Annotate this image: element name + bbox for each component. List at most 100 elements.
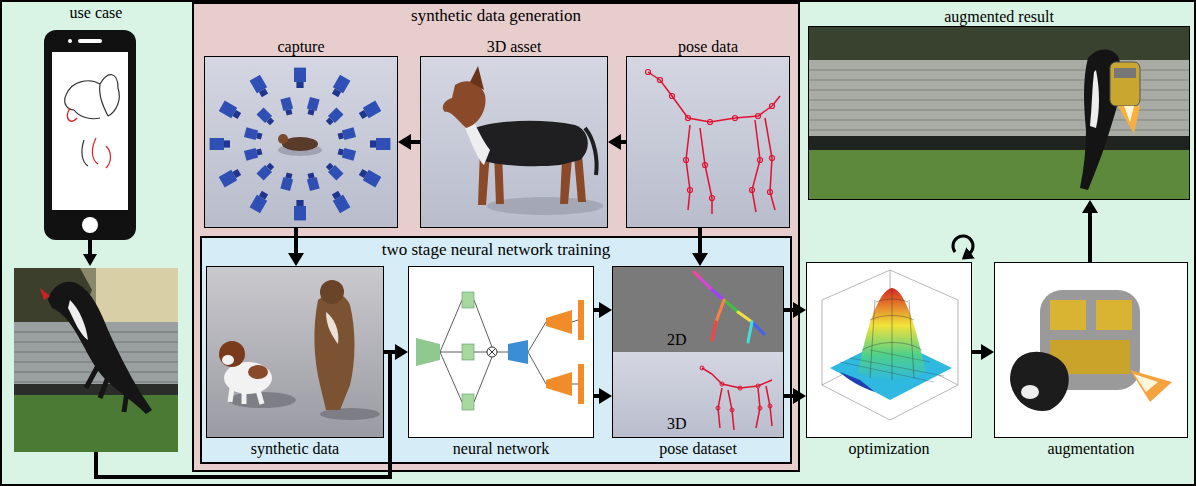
image-panel: pose data [626, 56, 790, 228]
synthetic-render [248, 365, 268, 379]
dog-photo [14, 268, 178, 452]
loop-arrow [953, 236, 973, 254]
pose-dataset-figure [700, 366, 704, 370]
network-diagram [462, 394, 474, 410]
capture-rig [337, 127, 356, 141]
dog-photo [86, 362, 128, 412]
pose-skeleton [708, 120, 713, 125]
pose-skeleton [626, 56, 790, 228]
augmented-photo [808, 26, 1190, 62]
panel-label-text: use case [70, 4, 123, 21]
capture-rig [244, 147, 263, 161]
capture-rig [294, 68, 306, 88]
pose-skeleton [758, 158, 763, 163]
stage-panel: two stage neural network trainingsynthet… [200, 236, 792, 464]
synthetic-render [219, 341, 245, 367]
capture-rig [280, 97, 294, 116]
network-diagram [487, 347, 497, 357]
arrow-phone-photo [83, 254, 97, 266]
arrow-phone-photo [88, 240, 92, 255]
pose-skeleton [756, 114, 761, 119]
flow-arrow [1088, 213, 1092, 262]
capture-rig [358, 101, 382, 122]
surface-plot [806, 262, 972, 438]
network-diagram [408, 266, 594, 438]
pose-dataset-figure [768, 404, 772, 408]
dog-model [470, 121, 588, 166]
capture-rig [337, 147, 356, 161]
pose-dataset-figure [724, 300, 738, 312]
pose-dataset-figure [758, 406, 762, 410]
synthetic-render [206, 266, 384, 438]
network-diagram [408, 266, 594, 438]
augmented-photo [808, 60, 1190, 140]
arrow-phone-photo [83, 240, 97, 266]
network-diagram [508, 340, 528, 364]
capture-rig [204, 56, 398, 228]
pose-skeleton [733, 116, 738, 121]
panel-label: pose data [678, 38, 738, 56]
stage-panel: synthetic data generation capture 3D asset… [192, 2, 800, 472]
panel-label-text: synthetic data generation [411, 6, 581, 25]
pose-skeleton [770, 156, 775, 161]
dog-photo [96, 268, 178, 324]
pose-skeleton [768, 190, 773, 195]
panel-label: neural network [453, 440, 549, 458]
surface-plot [806, 262, 972, 438]
pose-dataset-figure [694, 272, 764, 342]
image-panel: augmented result [808, 26, 1190, 200]
pose-skeleton [648, 72, 780, 214]
image-panel: synthetic data [206, 266, 384, 438]
capture-rig [244, 127, 263, 141]
sub-label-text: 2D [667, 331, 687, 348]
network-diagram [578, 300, 584, 340]
panel-label: capture [277, 38, 324, 56]
pose-dataset-figure [738, 312, 752, 322]
pose-dataset-figure [720, 382, 724, 386]
synthetic-render [326, 312, 338, 344]
pose-dataset-figure [612, 266, 784, 438]
synthetic-render [230, 388, 262, 404]
sub-label-text: 3D [667, 415, 687, 432]
capture-rig [250, 190, 271, 214]
synthetic-render [206, 266, 384, 438]
pose-dataset-figure [700, 278, 712, 290]
phone-icon [44, 30, 136, 240]
dog-model [443, 81, 486, 128]
page-ground [192, 2, 800, 472]
pose-skeleton [686, 116, 691, 121]
capture-rig [257, 108, 276, 127]
capture-rig [219, 167, 243, 188]
augmentation-render [1021, 385, 1039, 399]
flow-arrow [411, 140, 420, 144]
capture-rig [306, 97, 320, 116]
panel-label: 3D asset [487, 38, 542, 56]
capture-rig [278, 134, 288, 144]
pose-dataset-figure [612, 352, 784, 438]
augmentation-render [1134, 374, 1158, 392]
dog-photo [14, 384, 178, 395]
dog-model [585, 128, 597, 175]
synthetic-render [320, 280, 344, 304]
panel-label-text: optimization [849, 440, 930, 457]
dog-photo [40, 288, 50, 300]
image-panel: optimization [806, 262, 972, 438]
pose-dataset-figure [738, 386, 742, 390]
phone-icon [92, 138, 110, 168]
image-panel: 3D asset [420, 56, 608, 228]
augmented-photo [808, 26, 1190, 200]
augmentation-render [994, 262, 1188, 438]
phone-icon [44, 30, 136, 240]
sub-label: 3D [667, 415, 687, 433]
panel-label: augmentation [1047, 440, 1134, 458]
augmented-photo [808, 150, 1190, 200]
phone-icon [82, 217, 98, 233]
pose-dataset-figure [612, 266, 784, 352]
pose-dataset-figure [716, 406, 720, 410]
panel-label-text: 3D asset [487, 38, 542, 55]
flow-arrow [594, 308, 599, 312]
flow-arrow [698, 228, 702, 253]
